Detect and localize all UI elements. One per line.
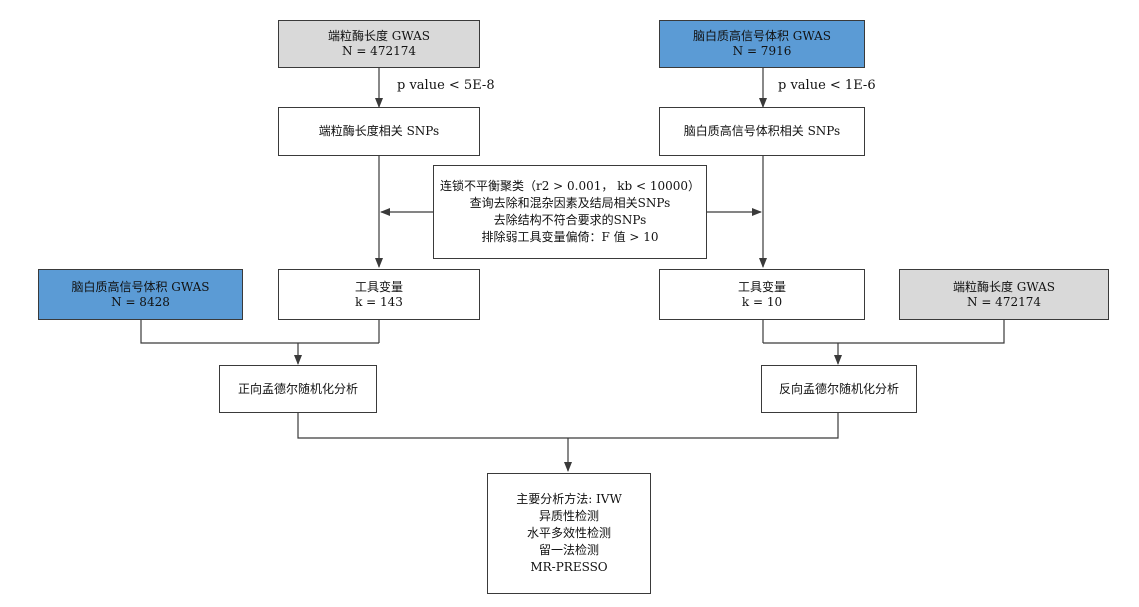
method-ivw: 主要分析方法: IVW: [516, 492, 622, 506]
node-reverse-mr: 反向孟德尔随机化分析: [761, 365, 917, 413]
node-wmh-gwas-mid-n: N = 8428: [111, 294, 170, 309]
node-forward-mr: 正向孟德尔随机化分析: [219, 365, 377, 413]
node-telomere-gwas-mid-title: 端粒酶长度 GWAS: [952, 279, 1056, 294]
node-left-iv-k: k = 143: [355, 294, 403, 309]
filter-step-structure: 去除结构不符合要求的SNPs: [493, 213, 647, 227]
node-telomere-gwas-mid-n: N = 472174: [967, 294, 1041, 309]
filter-step-confounders: 查询去除和混杂因素及结局相关SNPs: [469, 196, 671, 210]
line-mr-gwas-merge: [763, 320, 1005, 344]
filter-step-ld: 连锁不平衡聚类（r2 > 0.001， kb < 10000）: [439, 179, 701, 193]
condition-left: p value < 5E-8: [397, 78, 495, 93]
node-analysis-methods: 主要分析方法: IVW 异质性检测 水平多效性检测 留一法检测 MR-PRESS…: [487, 473, 651, 594]
node-reverse-mr-label: 反向孟德尔随机化分析: [778, 381, 899, 396]
node-wmh-gwas-mid: 脑白质高信号体积 GWAS N = 8428: [38, 269, 243, 320]
node-telomere-snps-label: 端粒酶长度相关 SNPs: [318, 124, 440, 138]
node-wmh-snps: 脑白质高信号体积相关 SNPs: [659, 107, 865, 156]
node-left-iv-label: 工具变量: [354, 279, 403, 294]
node-right-iv: 工具变量 k = 10: [659, 269, 865, 320]
line-ml-gwas-merge: [140, 320, 379, 344]
node-wmh-gwas-mid-title: 脑白质高信号体积 GWAS: [71, 279, 210, 294]
node-telomere-gwas-top-n: N = 472174: [342, 44, 416, 58]
method-heterogeneity: 异质性检测: [538, 509, 599, 523]
node-telomere-gwas-mid: 端粒酶长度 GWAS N = 472174: [899, 269, 1109, 320]
node-wmh-snps-label: 脑白质高信号体积相关 SNPs: [683, 124, 841, 138]
method-leave-one-out: 留一法检测: [538, 543, 599, 557]
node-telomere-gwas-top: 端粒酶长度 GWAS N = 472174: [278, 20, 480, 68]
condition-right: p value < 1E-6: [778, 78, 876, 93]
node-right-iv-label: 工具变量: [737, 279, 786, 294]
node-wmh-gwas-top-n: N = 7916: [732, 44, 792, 58]
node-forward-mr-label: 正向孟德尔随机化分析: [237, 381, 358, 396]
line-forward-reverse-merge: [297, 413, 839, 439]
method-mr-presso: MR-PRESSO: [530, 560, 608, 574]
node-left-iv: 工具变量 k = 143: [278, 269, 480, 320]
node-wmh-gwas-top: 脑白质高信号体积 GWAS N = 7916: [659, 20, 865, 68]
node-wmh-gwas-top-title: 脑白质高信号体积 GWAS: [692, 29, 832, 43]
method-pleiotropy: 水平多效性检测: [526, 526, 611, 540]
node-right-iv-k: k = 10: [741, 294, 783, 309]
node-telomere-snps: 端粒酶长度相关 SNPs: [278, 107, 480, 156]
node-telomere-gwas-top-title: 端粒酶长度 GWAS: [327, 29, 431, 43]
node-snp-filter: 连锁不平衡聚类（r2 > 0.001， kb < 10000） 查询去除和混杂因…: [433, 165, 707, 259]
filter-step-weak-iv: 排除弱工具变量偏倚：F 值 > 10: [481, 230, 659, 244]
